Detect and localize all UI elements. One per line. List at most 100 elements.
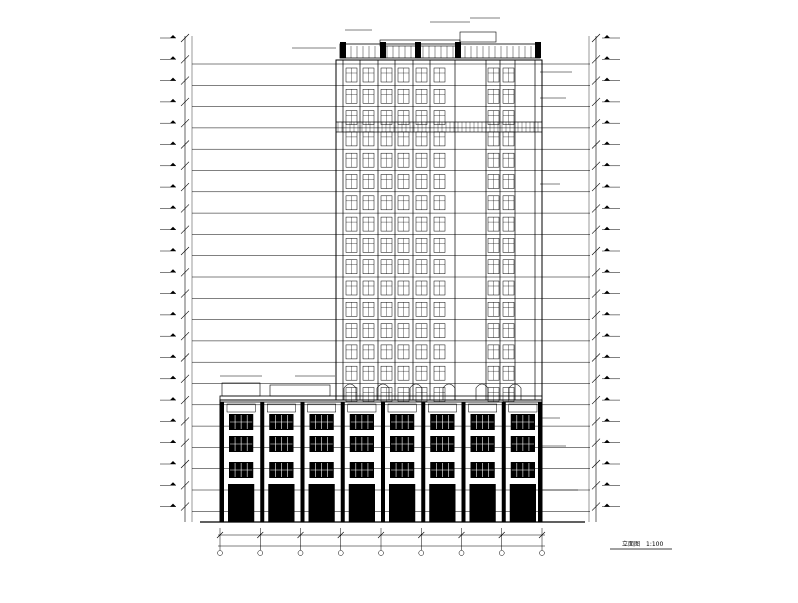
tower-window <box>433 110 446 125</box>
tower-window <box>415 323 428 338</box>
dimension-tick <box>180 502 190 511</box>
tower-window <box>415 216 428 232</box>
level-arrow <box>604 333 610 337</box>
dimension-tick <box>180 395 190 405</box>
bay-fascia <box>267 403 296 413</box>
tower-window <box>362 216 375 232</box>
dimension-tick <box>498 531 505 539</box>
dimension-tick <box>180 76 190 85</box>
tower-outline <box>335 59 543 401</box>
bay-fascia <box>347 403 377 413</box>
tower-window <box>380 302 393 317</box>
bay-fascia <box>428 403 457 413</box>
tower-window <box>502 195 515 211</box>
tower-window <box>502 67 515 83</box>
axis-bubble <box>257 550 263 556</box>
tower-window <box>502 344 515 360</box>
level-arrow <box>604 141 610 145</box>
tower-window <box>362 89 375 104</box>
podium-column <box>381 402 385 522</box>
tower-window <box>397 344 410 360</box>
tower-window <box>487 195 500 211</box>
tower-window <box>502 216 515 232</box>
tower-window <box>345 323 358 338</box>
level-arrow <box>170 375 176 379</box>
dimension-tick <box>591 331 601 341</box>
tower-window <box>362 110 375 125</box>
tower-window <box>380 387 393 402</box>
tower-window <box>345 110 358 125</box>
tower-window <box>362 152 375 168</box>
podium-bay <box>340 402 377 522</box>
tower-window <box>380 89 393 104</box>
level-arrow <box>604 162 610 166</box>
tower-window <box>415 280 428 296</box>
axis-bubble <box>378 550 384 556</box>
tower-window <box>397 387 410 402</box>
tower-window <box>433 195 446 211</box>
dimension-tick <box>180 55 190 64</box>
level-arrow <box>170 354 176 358</box>
storefront-glazing <box>308 484 335 522</box>
level-arrow <box>170 503 176 507</box>
dimension-tick <box>591 55 601 64</box>
dimension-tick <box>180 353 190 362</box>
tower-window <box>362 238 375 253</box>
bay-fascia <box>226 403 256 413</box>
level-arrow <box>170 162 176 166</box>
level-arrow <box>170 482 176 486</box>
dimension-tick <box>377 531 385 539</box>
tower-window <box>415 89 428 104</box>
level-arrow <box>170 439 176 443</box>
podium-bay <box>220 402 256 522</box>
dimension-tick <box>180 459 190 469</box>
tower-window <box>397 174 410 189</box>
dimension-tick <box>180 182 190 192</box>
tower-window <box>362 259 375 274</box>
tower-window <box>380 259 393 274</box>
dimension-tick <box>418 531 425 539</box>
tower-window <box>345 67 358 83</box>
tower-window <box>433 302 446 317</box>
tower-window <box>433 67 446 83</box>
dimension-tick <box>591 353 601 362</box>
level-arrow <box>170 311 176 315</box>
tower-window <box>415 259 428 274</box>
podium-bay <box>300 402 336 522</box>
level-arrow <box>604 397 610 401</box>
dimension-tick <box>591 289 601 298</box>
bay-fascia <box>387 403 417 413</box>
tower-window <box>487 302 500 317</box>
dimension-tick <box>591 374 601 384</box>
tower-window <box>433 131 446 147</box>
tower-window <box>502 323 515 338</box>
podium-roof-structure <box>269 384 331 397</box>
tower-window <box>487 131 500 147</box>
level-arrow <box>170 418 176 422</box>
tower-window <box>380 131 393 147</box>
dimension-tick <box>591 417 601 426</box>
level-arrow <box>170 290 176 294</box>
dimension-tick <box>591 33 601 43</box>
tower-window <box>345 365 358 381</box>
tower-window <box>397 238 410 253</box>
tower-window <box>397 302 410 317</box>
tower-window <box>415 131 428 147</box>
tower-base-arch <box>376 383 390 400</box>
tower-window <box>380 238 393 253</box>
tower-window <box>397 195 410 211</box>
tower-window <box>397 67 410 83</box>
dimension-tick <box>180 417 190 426</box>
tower-facade <box>335 31 543 402</box>
tower-window <box>487 110 500 125</box>
dimension-tick <box>297 531 304 539</box>
roof-machine-room <box>459 31 497 43</box>
tower-window <box>487 216 500 232</box>
podium-bay <box>461 402 497 522</box>
tower-window <box>415 365 428 381</box>
tower-window <box>487 89 500 104</box>
dimension-tick <box>591 481 601 490</box>
tower-window <box>502 365 515 381</box>
level-arrow <box>604 482 610 486</box>
